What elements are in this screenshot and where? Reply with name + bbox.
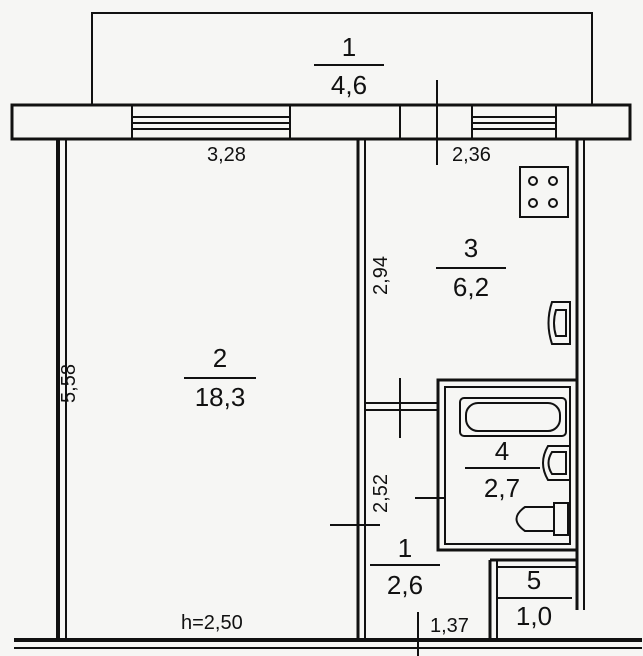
- bathroom-outline: [436, 378, 579, 552]
- ceiling-height-label: h=2,50: [181, 612, 243, 634]
- room-area-4: 2,7: [483, 473, 521, 503]
- toilet-icon: [515, 502, 569, 536]
- room-area-3: 6,2: [452, 272, 490, 302]
- room-number-5: 5: [526, 565, 542, 595]
- room-area-hall: 2,6: [386, 570, 424, 600]
- room-area-balcony: 4,6: [330, 70, 368, 100]
- dim-hall-width: 1,37: [430, 615, 469, 637]
- dim-room2-width: 3,28: [207, 144, 246, 166]
- room-number-2: 2: [212, 343, 228, 373]
- dim-hall-length: 2,52: [369, 474, 392, 513]
- washbasin-icon: [542, 445, 571, 481]
- bathtub-icon: [459, 397, 567, 437]
- dim-room2-length: 5,58: [57, 364, 80, 403]
- dim-room3-length: 2,94: [369, 256, 392, 295]
- room-number-4: 4: [494, 436, 510, 466]
- room-area-5: 1,0: [515, 601, 553, 631]
- room-number-balcony: 1: [341, 32, 357, 62]
- kitchen-sink-icon: [547, 301, 571, 345]
- dim-room3-width: 2,36: [452, 144, 491, 166]
- window-room-3: [472, 105, 557, 139]
- stove-icon: [519, 166, 569, 218]
- room-number-hall: 1: [397, 533, 413, 563]
- room-number-3: 3: [463, 233, 479, 263]
- window-room-2: [131, 105, 291, 139]
- room-area-2: 18,3: [194, 382, 246, 412]
